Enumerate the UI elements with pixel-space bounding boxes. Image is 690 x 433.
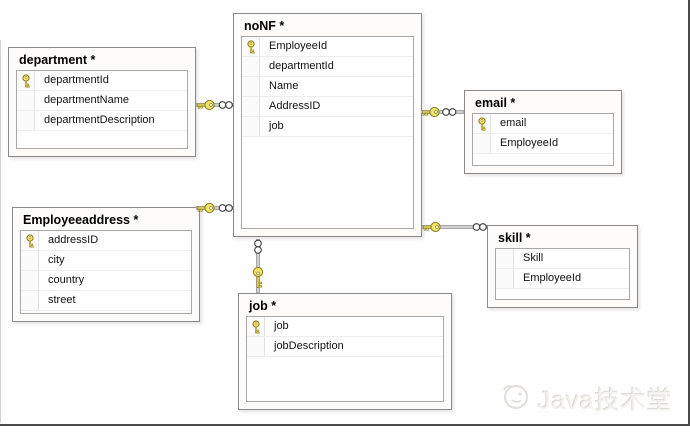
one-side-key-icon xyxy=(423,221,441,233)
primary-key-icon xyxy=(247,317,265,336)
pane-left-border xyxy=(0,40,1,423)
column-row[interactable]: EmployeeId xyxy=(473,134,613,154)
column-name: departmentId xyxy=(269,60,334,72)
table-column-list: EmployeeId departmentId Name AddressID j… xyxy=(241,36,414,229)
column-name: EmployeeId xyxy=(523,272,582,284)
table-email[interactable]: email * email EmployeeId xyxy=(464,90,622,174)
column-row[interactable]: job xyxy=(242,117,413,137)
table-title[interactable]: Employeeaddress * xyxy=(23,213,139,227)
one-side-key-icon xyxy=(252,266,264,288)
column-row[interactable]: EmployeeId xyxy=(242,37,413,57)
relationship-noNF-email[interactable] xyxy=(420,104,465,120)
row-selector xyxy=(242,117,260,136)
column-name: job xyxy=(269,120,284,132)
column-name: departmentName xyxy=(44,94,129,106)
table-title[interactable]: skill * xyxy=(498,231,531,245)
primary-key-icon xyxy=(17,71,35,90)
row-selector xyxy=(242,57,260,76)
row-selector xyxy=(473,134,491,153)
table-title[interactable]: email * xyxy=(475,96,516,110)
table-skill[interactable]: skill * Skill EmployeeId xyxy=(487,225,638,308)
relationship-job-noNF[interactable] xyxy=(250,238,266,294)
row-selector xyxy=(247,337,265,356)
many-side-infinity-icon xyxy=(254,239,262,254)
column-name: departmentId xyxy=(44,74,109,86)
column-row[interactable]: departmentId xyxy=(17,71,187,91)
table-title[interactable]: job * xyxy=(249,299,277,313)
row-selector xyxy=(17,91,35,110)
table-job[interactable]: job * job jobDescription xyxy=(238,293,452,410)
table-noNF[interactable]: noNF * EmployeeId departmentId Name Addr… xyxy=(233,13,422,237)
column-row[interactable]: street xyxy=(21,291,191,311)
row-selector xyxy=(21,291,39,310)
pane-right-border xyxy=(688,0,690,426)
column-name: AddressID xyxy=(269,100,321,112)
relationship-department-noNF[interactable] xyxy=(195,97,234,113)
table-department[interactable]: department * departmentId departmentName… xyxy=(8,47,196,157)
primary-key-icon xyxy=(242,37,260,56)
column-row[interactable]: addressID xyxy=(21,231,191,251)
table-title[interactable]: noNF * xyxy=(244,19,285,33)
column-name: departmentDescription xyxy=(44,114,155,126)
column-name: addressID xyxy=(48,234,99,246)
one-side-key-icon xyxy=(422,106,440,118)
column-name: EmployeeId xyxy=(269,40,328,52)
column-row[interactable]: Skill xyxy=(496,249,629,269)
many-side-infinity-icon xyxy=(218,204,233,212)
many-side-infinity-icon xyxy=(442,108,457,116)
column-name: jobDescription xyxy=(274,340,344,352)
relationship-noNF-skill[interactable] xyxy=(421,219,488,235)
column-row[interactable]: email xyxy=(473,114,613,134)
column-row[interactable]: jobDescription xyxy=(247,337,443,357)
watermark-logo-icon xyxy=(499,380,531,417)
column-row[interactable]: departmentId xyxy=(242,57,413,77)
row-selector xyxy=(496,249,514,268)
row-selector xyxy=(17,111,35,130)
column-row[interactable]: job xyxy=(247,317,443,337)
column-row[interactable]: city xyxy=(21,251,191,271)
column-row[interactable]: Name xyxy=(242,77,413,97)
watermark-text: Java技术堂 xyxy=(538,386,673,415)
table-Employeeaddress[interactable]: Employeeaddress * addressID city country… xyxy=(12,207,200,322)
primary-key-icon xyxy=(473,114,491,133)
table-column-list: addressID city country street xyxy=(20,230,192,314)
many-side-infinity-icon xyxy=(218,101,233,109)
column-name: street xyxy=(48,294,76,306)
row-selector xyxy=(21,251,39,270)
table-title[interactable]: department * xyxy=(19,53,96,67)
table-column-list: job jobDescription xyxy=(246,316,444,402)
primary-key-icon xyxy=(21,231,39,250)
column-name: city xyxy=(48,254,65,266)
column-row[interactable]: EmployeeId xyxy=(496,269,629,289)
column-name: email xyxy=(500,117,527,129)
pane-bottom-border xyxy=(0,424,689,426)
table-column-list: departmentId departmentName departmentDe… xyxy=(16,70,188,149)
table-column-list: email EmployeeId xyxy=(472,113,614,166)
column-row[interactable]: departmentDescription xyxy=(17,111,187,131)
column-name: country xyxy=(48,274,85,286)
watermark: Java技术堂 xyxy=(499,380,673,417)
many-side-infinity-icon xyxy=(472,223,487,231)
row-selector xyxy=(21,271,39,290)
column-name: Skill xyxy=(523,252,544,264)
one-side-key-icon xyxy=(197,202,215,214)
row-selector xyxy=(242,97,260,116)
row-selector xyxy=(242,77,260,96)
column-row[interactable]: country xyxy=(21,271,191,291)
column-row[interactable]: AddressID xyxy=(242,97,413,117)
row-selector xyxy=(496,269,514,288)
relationship-Employeeaddress-noNF[interactable] xyxy=(195,200,234,216)
column-name: EmployeeId xyxy=(500,137,559,149)
column-name: job xyxy=(274,320,289,332)
column-row[interactable]: departmentName xyxy=(17,91,187,111)
table-column-list: Skill EmployeeId xyxy=(495,248,630,300)
column-name: Name xyxy=(269,80,299,92)
one-side-key-icon xyxy=(197,99,215,111)
